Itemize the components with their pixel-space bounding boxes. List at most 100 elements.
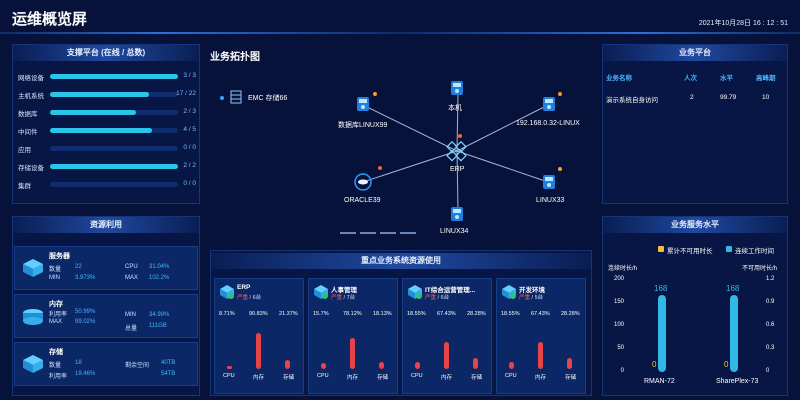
linux33-status-dot: [558, 167, 562, 171]
biz-axis-label: CPU: [317, 373, 329, 379]
erp-center-label[interactable]: ERP: [450, 166, 465, 173]
support-row-fill: [50, 128, 152, 133]
biz-bar: [256, 333, 261, 369]
biz-bar: [227, 366, 232, 369]
pager-dot-1[interactable]: [340, 232, 356, 234]
biz-status: 严重 / 6台: [425, 293, 449, 301]
server-card[interactable]: 服务器 数量 22 CPU 31.04% MIN 3.973% MAX 102.…: [14, 246, 198, 290]
biz-bar: [538, 342, 543, 369]
biz-system-icon: [502, 285, 516, 299]
storage-free: 40TB: [161, 360, 176, 366]
ip-status-dot: [558, 92, 562, 96]
memory-use: 50.99%: [75, 309, 96, 315]
linux34-node-label: LINUX34: [440, 228, 469, 235]
biz-status-count: / 7台: [342, 295, 356, 301]
support-row-fill: [50, 110, 136, 115]
pager-dot-4[interactable]: [400, 232, 416, 234]
biz-bar: [285, 360, 290, 369]
memory-card[interactable]: 内存 利用率 50.99% MIN 34.99% MAX 99.02% 总量 1…: [14, 294, 198, 338]
storage-card[interactable]: 存储 数量 18 利用率 19.46% 剩余空间 40TB 54TB: [14, 342, 198, 386]
key-business-title: 重点业务系统资源使用: [211, 253, 591, 269]
biz-pct: 78.12%: [343, 311, 362, 317]
biz-pct: 18.13%: [373, 311, 392, 317]
db-node-icon[interactable]: [356, 96, 370, 112]
service-bar-name: RMAN-72: [644, 378, 675, 385]
right-axis-label: 不可用时长/h: [742, 266, 778, 272]
biz-bar: [321, 363, 326, 369]
unavail-value-label: 0: [652, 360, 657, 369]
bp-row-peak: 10: [762, 94, 770, 101]
support-row-track: [50, 182, 178, 187]
local-node-icon[interactable]: [450, 80, 464, 96]
biz-bar-track: [227, 329, 232, 369]
bp-col-level: 水平: [720, 75, 733, 82]
server-max-label: MAX: [125, 275, 139, 281]
right-axis-tick: 0: [766, 368, 770, 374]
biz-bar: [567, 358, 572, 369]
work-bar: [730, 295, 738, 372]
memory-total: 111GB: [149, 323, 167, 329]
legend-work-label: 连续工作时间: [735, 248, 774, 255]
biz-bar-track: [538, 329, 543, 369]
topology-pager[interactable]: [340, 232, 434, 234]
memory-name: 内存: [49, 301, 63, 308]
biz-bar: [509, 362, 514, 369]
topology-title: 业务拓扑图: [210, 52, 260, 63]
erp-center-icon: [446, 140, 467, 162]
support-platform-title: 支撑平台 (在线 / 总数): [13, 45, 199, 61]
biz-system-icon: [408, 285, 422, 299]
legend-dot: [220, 96, 224, 100]
service-bar-name: SharePlex-73: [716, 378, 759, 385]
biz-system-icon: [314, 285, 328, 299]
linux33-node-label: LINUX33: [536, 197, 565, 204]
biz-pct: 18.55%: [407, 311, 426, 317]
storage-count-label: 数量: [49, 363, 62, 369]
linux34-node-icon[interactable]: [450, 206, 464, 222]
support-row-value: 17 / 22: [176, 90, 196, 97]
support-row-track: [50, 164, 178, 169]
bp-row-visits: 2: [690, 94, 694, 101]
biz-axis-label: 存储: [565, 375, 577, 381]
biz-bar: [350, 338, 355, 369]
oracle-node-icon[interactable]: [352, 173, 374, 191]
linux33-node-icon[interactable]: [542, 174, 556, 190]
bp-col-peak: 高峰期: [756, 75, 776, 82]
pager-dot-3[interactable]: [380, 232, 396, 234]
storage-free-label: 剩余空间: [125, 363, 150, 369]
support-row-value: 2 / 3: [183, 108, 196, 115]
memory-max-label: MAX: [49, 319, 63, 325]
support-row-track: [50, 92, 178, 97]
bp-row-level: 99.79: [720, 94, 737, 101]
biz-pct: 21.37%: [279, 311, 298, 317]
support-row-label: 网络设备: [18, 75, 44, 82]
ip-node-icon[interactable]: [542, 96, 556, 112]
biz-pct: 28.28%: [467, 311, 486, 317]
support-row-fill: [50, 92, 149, 97]
server-min: 3.973%: [75, 275, 96, 281]
biz-bar-track: [350, 329, 355, 369]
server-min-label: MIN: [49, 275, 60, 281]
bp-row-name[interactable]: 演示系统自身访问: [606, 97, 658, 104]
support-row-label: 集群: [18, 183, 31, 190]
support-row-track: [50, 74, 178, 79]
storage-icon: [23, 355, 43, 373]
support-row-fill: [50, 164, 178, 169]
link-linux34: [456, 150, 459, 211]
biz-pct: 28.28%: [561, 311, 580, 317]
pager-dot-2[interactable]: [360, 232, 376, 234]
biz-bar-track: [256, 329, 261, 369]
support-row-value: 0 / 0: [183, 144, 196, 151]
left-axis-tick: 50: [617, 345, 624, 351]
right-axis-tick: 1.2: [766, 276, 775, 282]
